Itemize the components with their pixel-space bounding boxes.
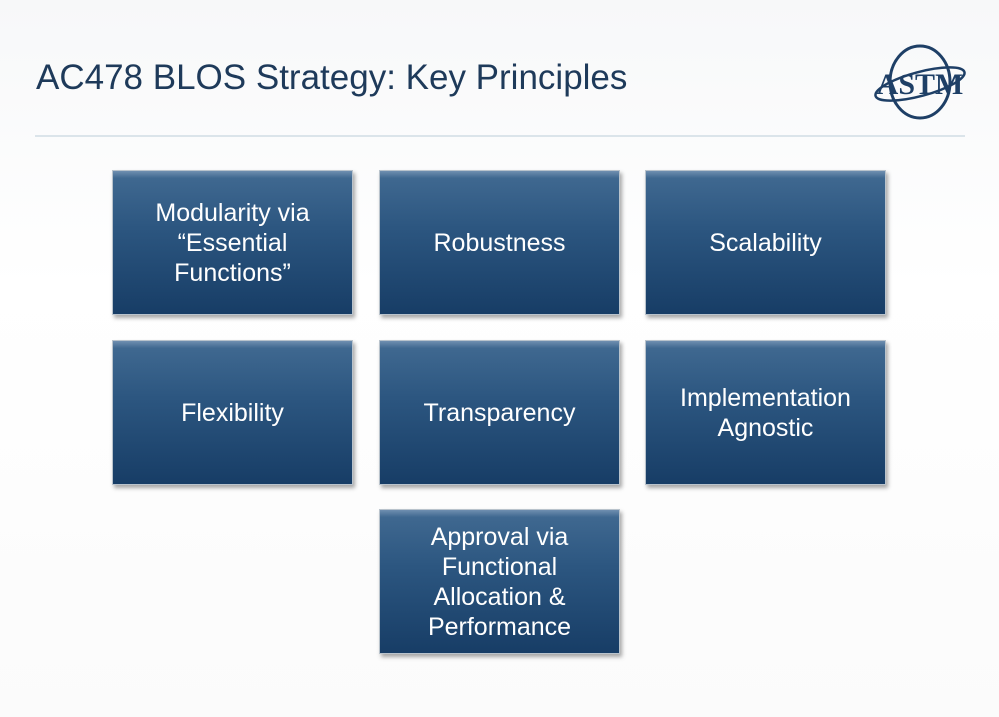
principle-scalability: Scalability: [645, 170, 886, 315]
principle-robustness: Robustness: [379, 170, 620, 315]
principle-flexibility: Flexibility: [112, 340, 353, 485]
title-divider: [35, 135, 965, 137]
svg-text:ASTM: ASTM: [877, 68, 964, 101]
principle-transparency: Transparency: [379, 340, 620, 485]
principle-approval: Approval via Functional Allocation & Per…: [379, 509, 620, 654]
principle-implementation-agnostic: Implementation Agnostic: [645, 340, 886, 485]
astm-logo: ASTM: [874, 44, 966, 120]
slide-title: AC478 BLOS Strategy: Key Principles: [36, 58, 628, 97]
principle-modularity: Modularity via “Essential Functions”: [112, 170, 353, 315]
